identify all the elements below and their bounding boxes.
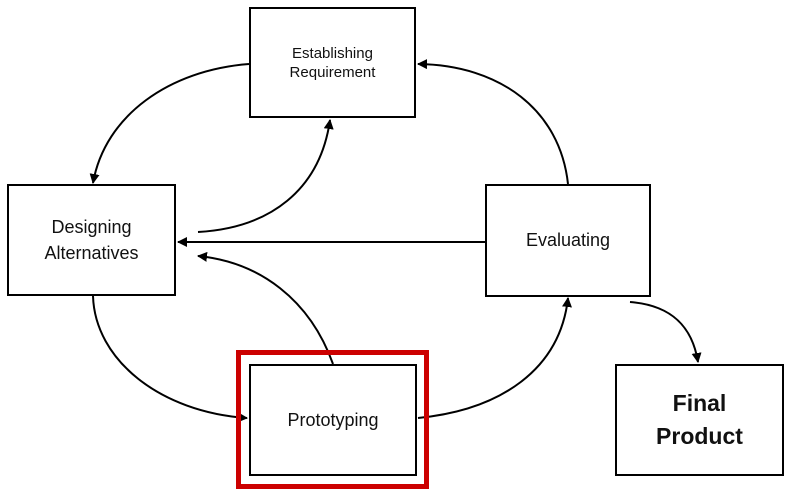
arrow-evaluating-to-final-product — [629, 301, 702, 363]
node-label: Prototyping — [287, 409, 379, 430]
node-final-product: Final Product — [615, 364, 784, 476]
highlight-frame — [236, 350, 429, 489]
node-label: Evaluating — [525, 230, 611, 250]
arrow-prototyping-to-designing — [197, 251, 334, 365]
arrow-evaluating-to-requirement — [417, 59, 569, 185]
node-evaluating: Evaluating — [485, 184, 651, 297]
arrow-prototyping-to-evaluating — [417, 297, 572, 419]
arrow-requirement-to-designing — [89, 63, 250, 184]
node-prototyping: Prototyping — [249, 364, 417, 476]
node-label: Establishing Requirement — [289, 44, 376, 81]
arrow-designing-to-prototyping — [92, 295, 248, 423]
arrow-designing-to-requirement — [197, 119, 334, 233]
node-establishing-requirement: Establishing Requirement — [249, 7, 416, 118]
node-label: Designing Alternatives — [44, 217, 139, 263]
node-designing-alternatives: Designing Alternatives — [7, 184, 176, 296]
node-label: Final Product — [656, 390, 743, 449]
